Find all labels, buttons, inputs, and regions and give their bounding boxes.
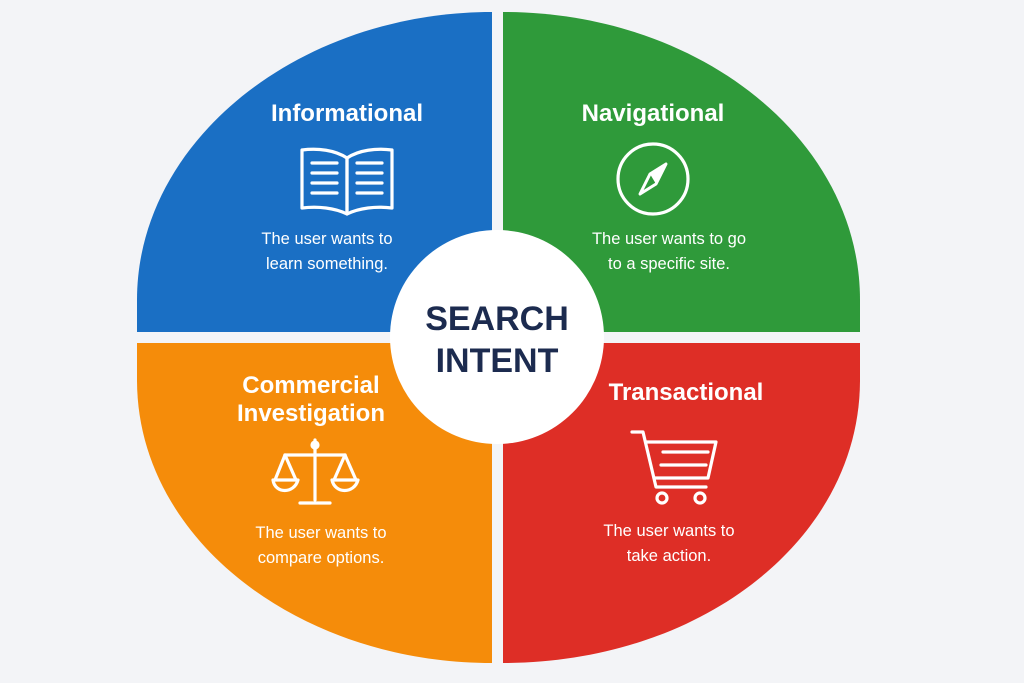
shopping-cart-icon <box>630 430 718 505</box>
transactional-title: Transactional <box>609 379 764 406</box>
informational-desc-line1: The user wants to <box>261 230 392 248</box>
center-circle <box>390 230 604 444</box>
informational-title: Informational <box>271 100 423 127</box>
compass-icon <box>616 142 690 216</box>
commercial-desc-line2: compare options. <box>258 549 385 567</box>
scale-icon <box>271 438 360 505</box>
commercial-title-line1: Commercial <box>242 372 379 399</box>
center-title-line1: SEARCH <box>425 300 569 338</box>
open-book-icon <box>300 147 394 216</box>
transactional-desc-line2: take action. <box>627 547 711 565</box>
commercial-desc-line1: The user wants to <box>255 524 386 542</box>
transactional-desc-line1: The user wants to <box>603 522 734 540</box>
navigational-desc-line2: to a specific site. <box>608 255 730 273</box>
quadrant-transactional <box>503 343 860 663</box>
informational-desc-line2: learn something. <box>266 255 388 273</box>
navigational-title: Navigational <box>582 100 725 127</box>
commercial-title-line2: Investigation <box>237 400 385 427</box>
quadrant-navigational <box>503 12 860 332</box>
navigational-desc-line1: The user wants to go <box>592 230 746 248</box>
center-title-line2: INTENT <box>436 342 559 380</box>
